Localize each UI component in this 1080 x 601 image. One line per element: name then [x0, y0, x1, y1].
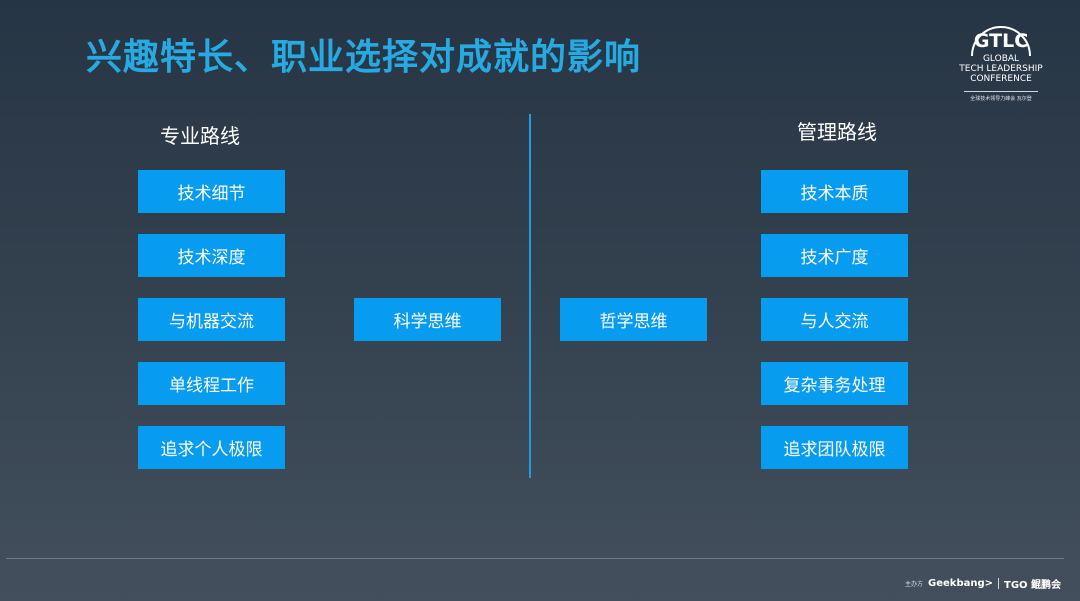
- logo-abbr: GTLC: [973, 30, 1029, 52]
- logo-line-3: CONFERENCE: [970, 74, 1032, 84]
- right-item-3: 与人交流: [761, 298, 908, 341]
- center-divider: [529, 114, 531, 478]
- slide-title: 兴趣特长、职业选择对成就的影响: [86, 37, 642, 78]
- right-column-heading: 管理路线: [797, 120, 877, 144]
- right-item-5: 追求团队极限: [761, 426, 908, 469]
- logo-line-2: TECH LEADERSHIP: [959, 64, 1043, 74]
- right-item-2: 技术广度: [761, 234, 908, 277]
- left-item-4: 单线程工作: [138, 362, 285, 405]
- left-item-5: 追求个人极限: [138, 426, 285, 469]
- left-column-heading: 专业路线: [160, 124, 240, 148]
- logo-rule: [964, 91, 1038, 92]
- right-item-4: 复杂事务处理: [761, 362, 908, 405]
- footer-divider: [6, 558, 1064, 559]
- logo-subtitle: 全球技术领导力峰会 瓦尔登: [970, 96, 1032, 102]
- gtlc-logo: GTLC GLOBAL TECH LEADERSHIP CONFERENCE 全…: [946, 20, 1056, 110]
- logo-arc-icon: [971, 26, 1031, 57]
- tgo-logo: TGO 鲲鹏会: [1004, 579, 1062, 591]
- left-item-3: 与机器交流: [138, 298, 285, 341]
- footer-sponsors: 主办方 Geekbang> TGO 鲲鹏会: [905, 574, 1061, 592]
- philosophy-thinking-box: 哲学思维: [560, 298, 707, 341]
- right-item-1: 技术本质: [761, 170, 908, 213]
- logo-line-1: GLOBAL: [982, 54, 1020, 64]
- left-item-2: 技术深度: [138, 234, 285, 277]
- science-thinking-box: 科学思维: [354, 298, 501, 341]
- geekbang-logo: Geekbang>: [928, 577, 994, 589]
- left-item-1: 技术细节: [138, 170, 285, 213]
- footer-host-label: 主办方: [905, 580, 924, 588]
- footer-separator: [998, 577, 1000, 589]
